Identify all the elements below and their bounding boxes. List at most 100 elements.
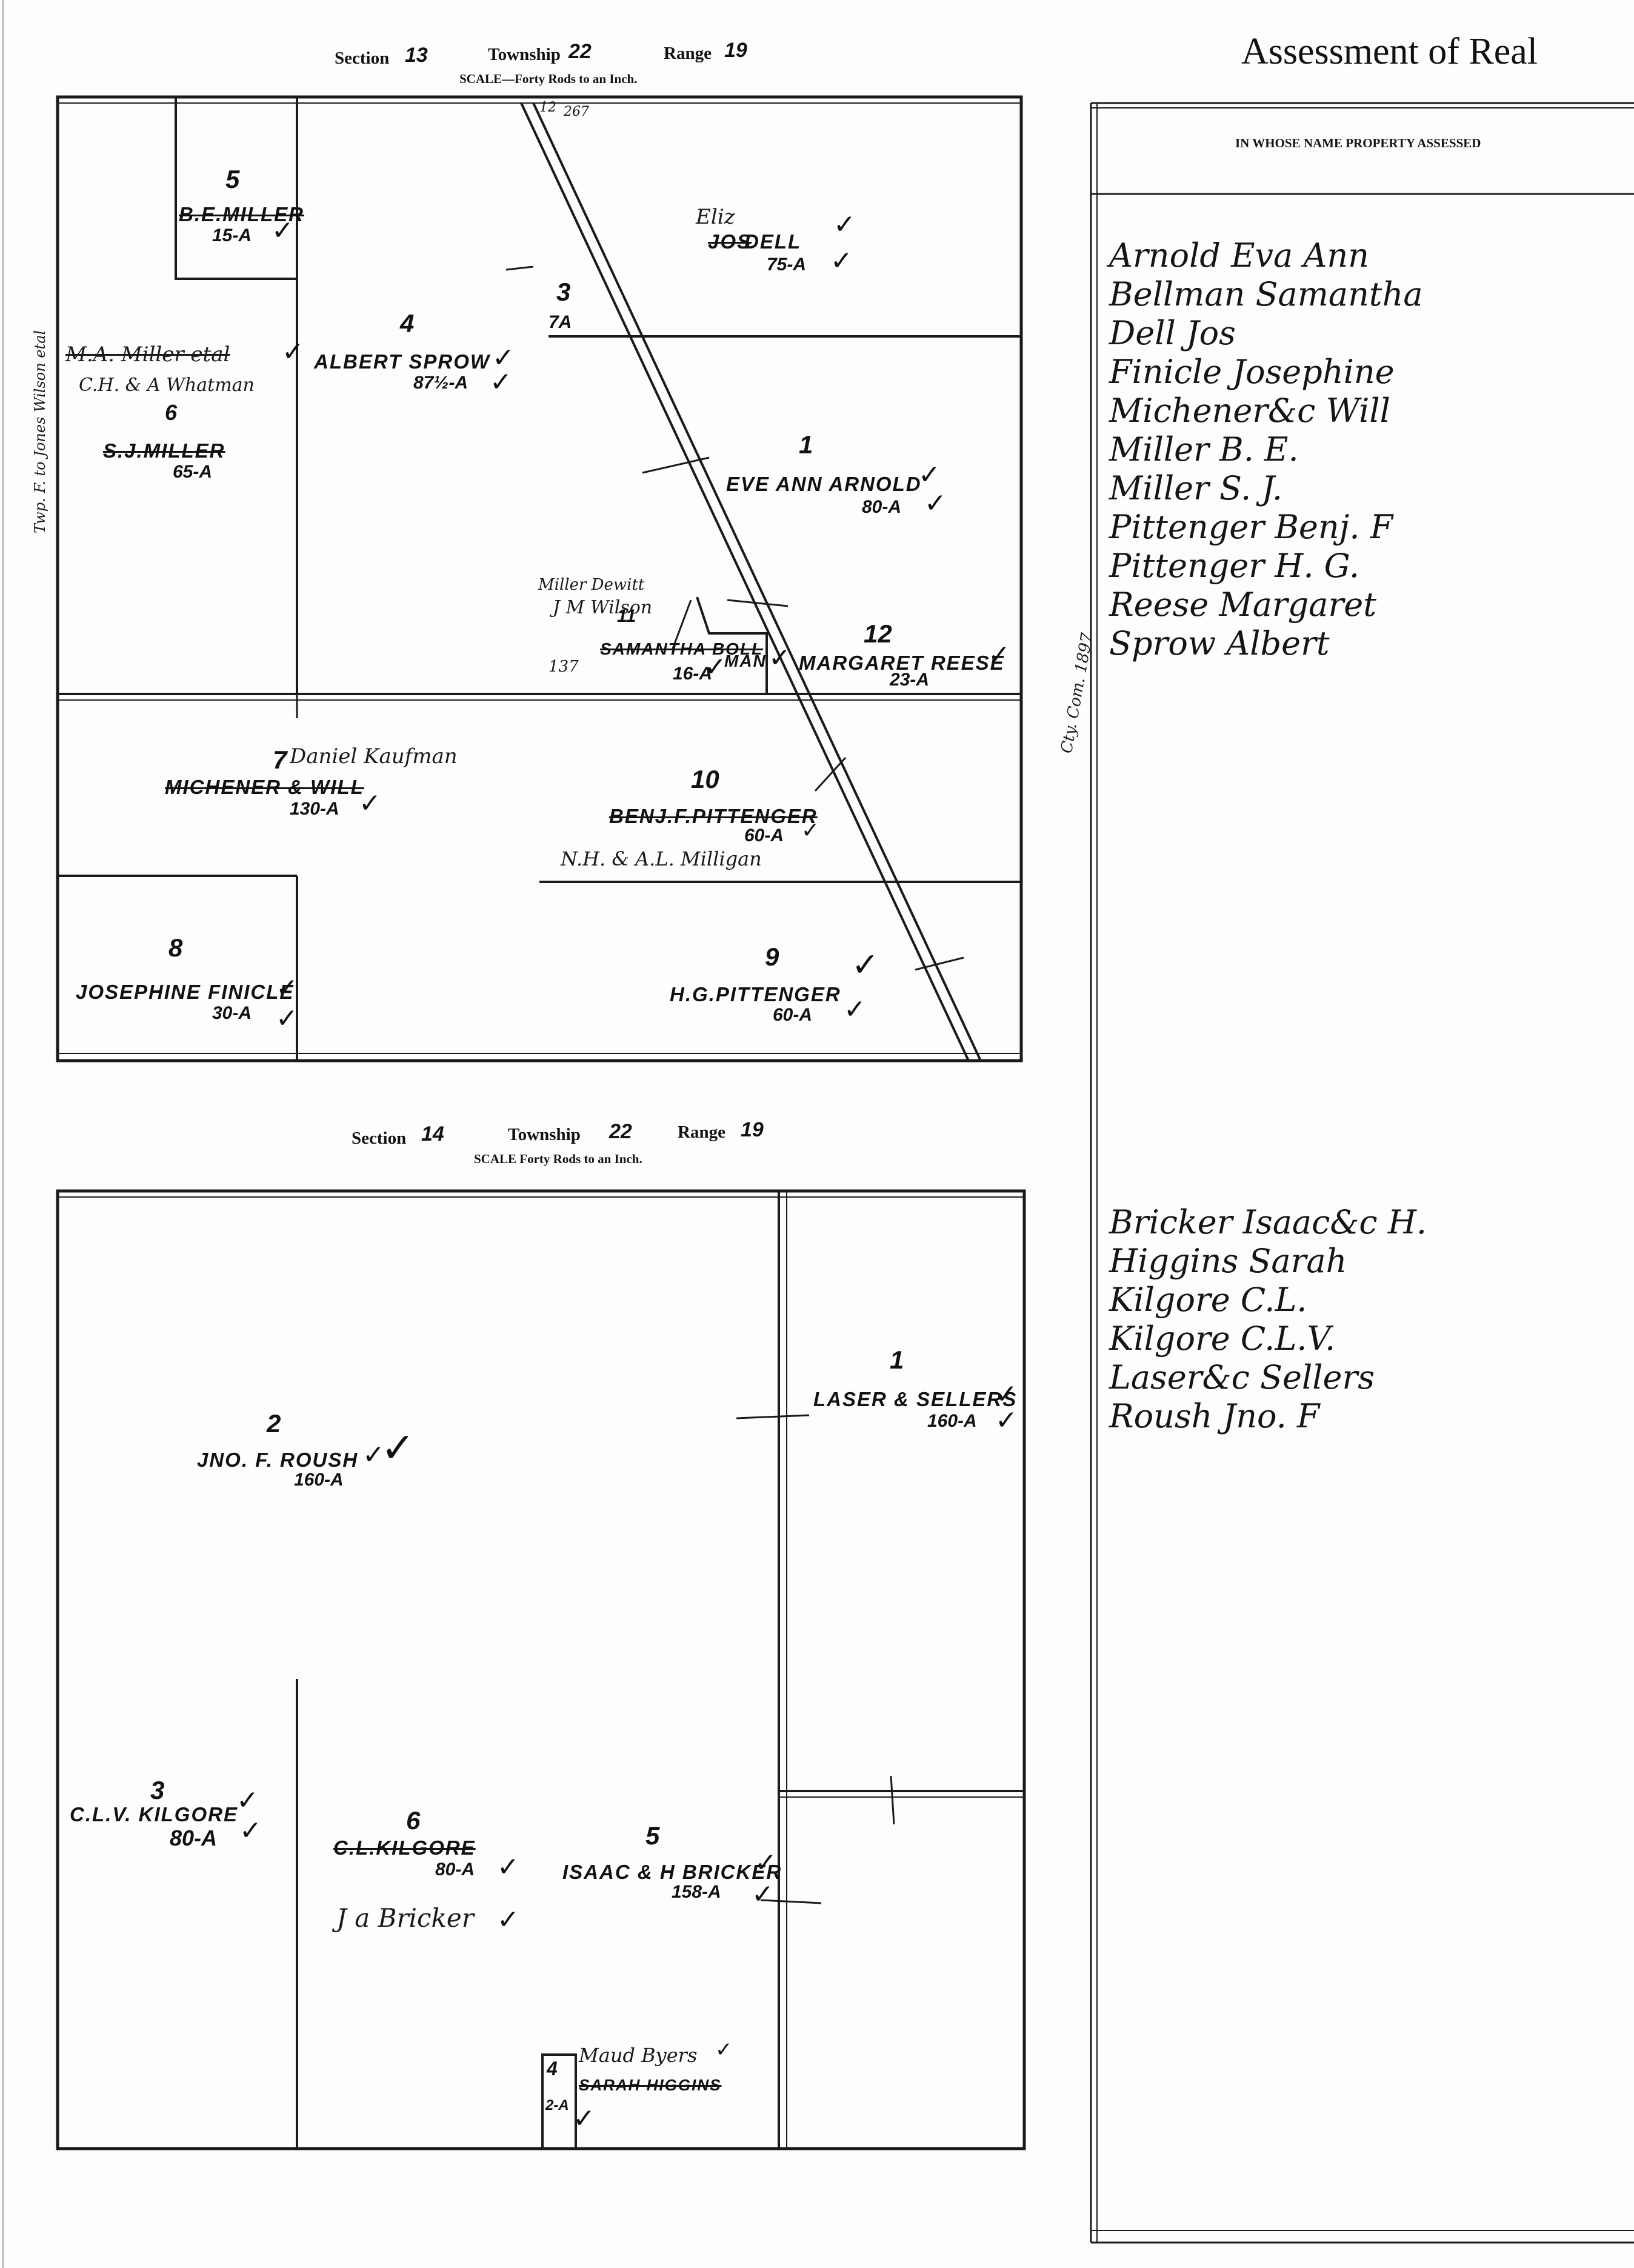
- lot12-owner: MARGARET REESE: [799, 652, 1005, 674]
- m2-lot1-owner: LASER & SELLERS: [813, 1388, 1018, 1410]
- m2-lot2-number: 2: [267, 1409, 281, 1438]
- dell-acres: 75-A: [767, 255, 807, 275]
- map2-section-label: Section: [352, 1129, 407, 1148]
- m2-lot6-owner: C.L.KILGORE: [333, 1836, 476, 1859]
- check-mark: ✓: [490, 367, 512, 398]
- ledger-name: Kilgore C.L.V.: [1109, 1319, 1336, 1358]
- ledger-names-section13: Arnold Eva Ann Bellman Samantha Dell Jos…: [1109, 236, 1423, 663]
- lot9-number: 9: [765, 942, 779, 971]
- lot10-acres: 60-A: [744, 825, 784, 845]
- check-mark: ✓: [752, 1879, 774, 1910]
- map1-range-value: 19: [724, 39, 747, 62]
- m2-lot4-acres: 2-A: [545, 2097, 569, 2113]
- lot11-owner-cont: MAN: [724, 652, 767, 670]
- lot6-hand-struck: M.A. Miller etal: [65, 342, 230, 367]
- lot3-acres: 7A: [549, 312, 572, 332]
- m2-lot5-number: 5: [645, 1821, 660, 1850]
- lot6-acres: 65-A: [173, 462, 213, 482]
- check-mark: ✓: [276, 1003, 298, 1034]
- ledger-names-section14: Bricker Isaac&c H. Higgins Sarah Kilgore…: [1109, 1203, 1427, 1436]
- map1-scale: SCALE—Forty Rods to an Inch.: [459, 72, 638, 86]
- lot12-number: 12: [864, 619, 892, 648]
- m2-lot2-owner: JNO. F. ROUSH: [197, 1449, 359, 1471]
- check-mark: ✓: [492, 342, 515, 373]
- dell-hand-note: Eliz: [696, 205, 735, 229]
- lot9-owner: H.G.PITTENGER: [670, 983, 841, 1006]
- map2-township-label: Township: [508, 1125, 581, 1144]
- lot5-acres: 15-A: [212, 225, 252, 245]
- lot1-number: 1: [799, 430, 813, 459]
- check-mark: ✓: [830, 245, 853, 276]
- m2-lot6-hand-note: J a Bricker: [336, 1903, 474, 1933]
- ledger-name: Reese Margaret: [1109, 585, 1376, 624]
- m2-lot1-acres: 160-A: [927, 1411, 977, 1431]
- m2-lot4-hand-note: Maud Byers: [579, 2044, 698, 2067]
- lot1-acres: 80-A: [862, 497, 902, 517]
- lot6-hand-note: C.H. & A Whatman: [79, 375, 255, 396]
- lot9-acres: 60-A: [773, 1005, 813, 1025]
- dell-owner: DELL: [744, 230, 802, 253]
- lot4-owner: ALBERT SPROW: [314, 350, 491, 373]
- lot5-number: 5: [225, 165, 240, 193]
- m2-lot3-owner: C.L.V. KILGORE: [70, 1803, 238, 1826]
- lot11-acres: 16-A: [673, 664, 713, 684]
- lot5-owner: B.E.MILLER: [179, 203, 304, 225]
- m2-lot2-acres: 160-A: [294, 1470, 344, 1490]
- lot6-owner: S.J.MILLER: [103, 439, 225, 462]
- lot1-owner: EVE ANN ARNOLD: [726, 473, 922, 495]
- lot7-owner: MICHENER & WILL: [165, 776, 364, 798]
- m2-lot1-number: 1: [890, 1346, 904, 1374]
- m2-lot3-number: 3: [150, 1776, 165, 1804]
- map2-lot4-box: [541, 2053, 577, 2150]
- check-mark: ✓: [573, 2103, 595, 2134]
- ledger-name: Finicle Josephine: [1109, 353, 1395, 391]
- lot10-number: 10: [691, 765, 719, 793]
- lot4-number: 4: [400, 309, 415, 338]
- lot8-acres: 30-A: [212, 1003, 252, 1023]
- ledger-name: Miller S. J.: [1109, 469, 1283, 507]
- survey-mark-12: 12: [539, 100, 556, 115]
- ledger-name: Laser&c Sellers: [1109, 1358, 1375, 1396]
- m2-lot3-acres: 80-A: [170, 1826, 218, 1850]
- lot10-hand-note: N.H. & A.L. Milligan: [561, 847, 762, 870]
- lot11-owner: SAMANTHA BOLL: [600, 639, 764, 658]
- check-mark: ✓: [852, 946, 879, 984]
- check-mark: ✓: [918, 459, 941, 490]
- lot12-acres: 23-A: [890, 670, 930, 690]
- page-title: Assessment of Real: [1241, 31, 1538, 72]
- map1-range-label: Range: [664, 44, 712, 63]
- m2-lot5-owner: ISAAC & H BRICKER: [562, 1861, 782, 1883]
- side-note: Twp. F. to Jones Wilson etal: [32, 330, 48, 533]
- ledger-name: Miller B. E.: [1109, 430, 1299, 469]
- map1-border: [56, 95, 1023, 1062]
- map2-scale: SCALE Forty Rods to an Inch.: [474, 1152, 642, 1166]
- map1-township-value: 22: [569, 40, 592, 63]
- check-mark: ✓: [769, 642, 791, 673]
- lot7-acres: 130-A: [290, 799, 339, 819]
- m2-lot6-acres: 80-A: [435, 1859, 475, 1879]
- check-mark: ✓: [995, 1405, 1018, 1436]
- ledger-name: Higgins Sarah: [1109, 1242, 1347, 1280]
- check-mark: ✓: [276, 973, 298, 1004]
- lot7-number: 7: [273, 745, 287, 774]
- m2-lot6-number: 6: [406, 1806, 421, 1835]
- check-mark: ✓: [924, 488, 947, 519]
- lot11-hand-note2: J M Wilson: [553, 597, 653, 618]
- map1-township-label: Township: [488, 45, 561, 64]
- m2-lot4-number: 4: [547, 2058, 558, 2080]
- map1-section-value: 13: [405, 44, 428, 67]
- lot8-owner: JOSEPHINE FINICLE: [76, 981, 295, 1003]
- check-mark: ✓: [497, 1904, 519, 1935]
- lot7-hand-note: Daniel Kaufman: [290, 744, 458, 769]
- ledger-name: Bricker Isaac&c H.: [1109, 1203, 1427, 1241]
- ledger-name: Kilgore C.L.: [1109, 1281, 1307, 1319]
- map1-section-label: Section: [335, 48, 390, 68]
- check-mark: ✓: [272, 215, 294, 246]
- lot8-number: 8: [168, 933, 183, 962]
- ledger-name: Sprow Albert: [1109, 624, 1330, 662]
- check-mark: ✓: [704, 652, 727, 682]
- check-mark: ✓: [497, 1852, 519, 1883]
- check-mark: ✓: [715, 2038, 733, 2062]
- check-mark: ✓: [755, 1847, 777, 1878]
- check-mark: ✓: [239, 1815, 262, 1846]
